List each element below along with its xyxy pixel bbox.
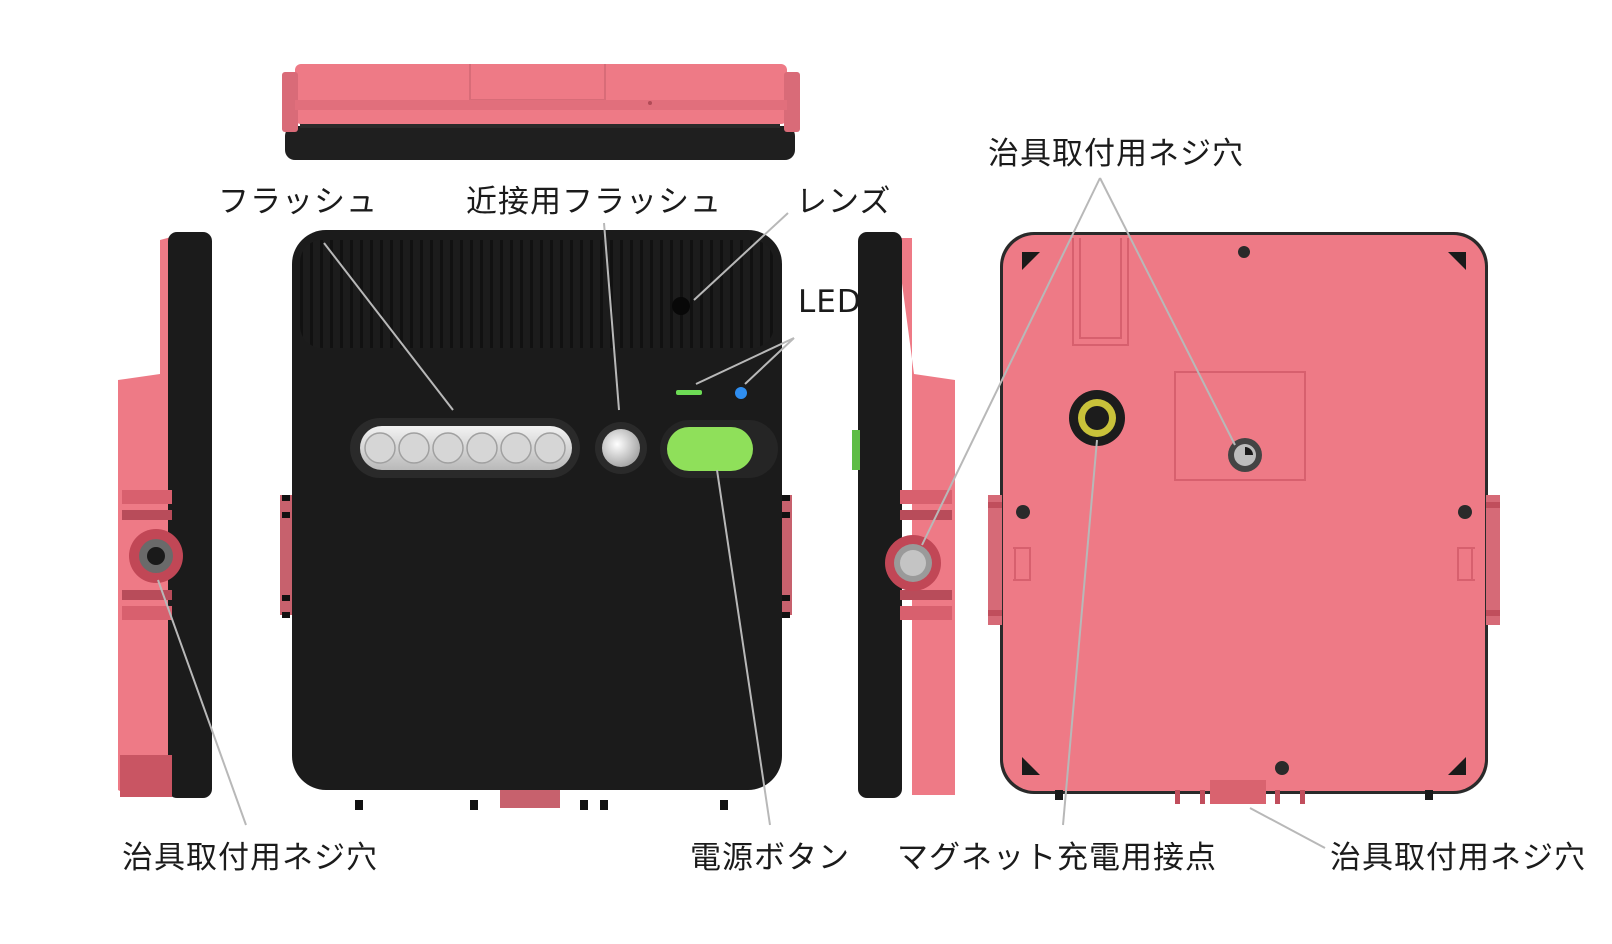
label-led: LED bbox=[798, 284, 862, 320]
leader-proximity-flash bbox=[603, 222, 620, 411]
leader-power-button bbox=[716, 469, 771, 826]
leader-flash bbox=[323, 242, 454, 411]
label-flash: フラッシュ bbox=[218, 184, 378, 220]
led-blue-indicator bbox=[735, 387, 747, 399]
leader-led-green bbox=[695, 337, 795, 385]
leader-magnet-contact bbox=[1062, 439, 1098, 826]
lens-icon bbox=[672, 297, 690, 315]
device-front-view bbox=[280, 230, 792, 810]
leader-screw-top-right-a bbox=[921, 177, 1101, 546]
proximity-flash-icon bbox=[602, 429, 640, 467]
label-screw-hole-top-right: 治具取付用ネジ穴 bbox=[988, 136, 1244, 172]
leader-screw-top-right-b bbox=[1099, 177, 1236, 446]
power-button bbox=[667, 427, 753, 471]
device-top-view bbox=[282, 64, 800, 160]
label-screw-hole-bottom-left: 治具取付用ネジ穴 bbox=[122, 840, 378, 876]
leader-lines bbox=[157, 177, 1326, 849]
device-right-side-view bbox=[852, 232, 955, 798]
leader-screw-bottom-right bbox=[1249, 807, 1326, 849]
label-screw-hole-bottom-right: 治具取付用ネジ穴 bbox=[1330, 840, 1586, 876]
leader-screw-bottom-left bbox=[157, 579, 247, 826]
led-green-indicator bbox=[676, 390, 702, 395]
label-magnet-charge-contact: マグネット充電用接点 bbox=[897, 840, 1217, 876]
device-back-view bbox=[988, 232, 1500, 804]
leader-led-blue bbox=[744, 337, 795, 385]
label-proximity-flash: 近接用フラッシュ bbox=[466, 184, 722, 220]
label-lens: レンズ bbox=[796, 184, 892, 220]
device-left-side-view bbox=[118, 232, 212, 798]
leader-lens bbox=[693, 212, 789, 301]
label-power-button: 電源ボタン bbox=[690, 840, 850, 876]
